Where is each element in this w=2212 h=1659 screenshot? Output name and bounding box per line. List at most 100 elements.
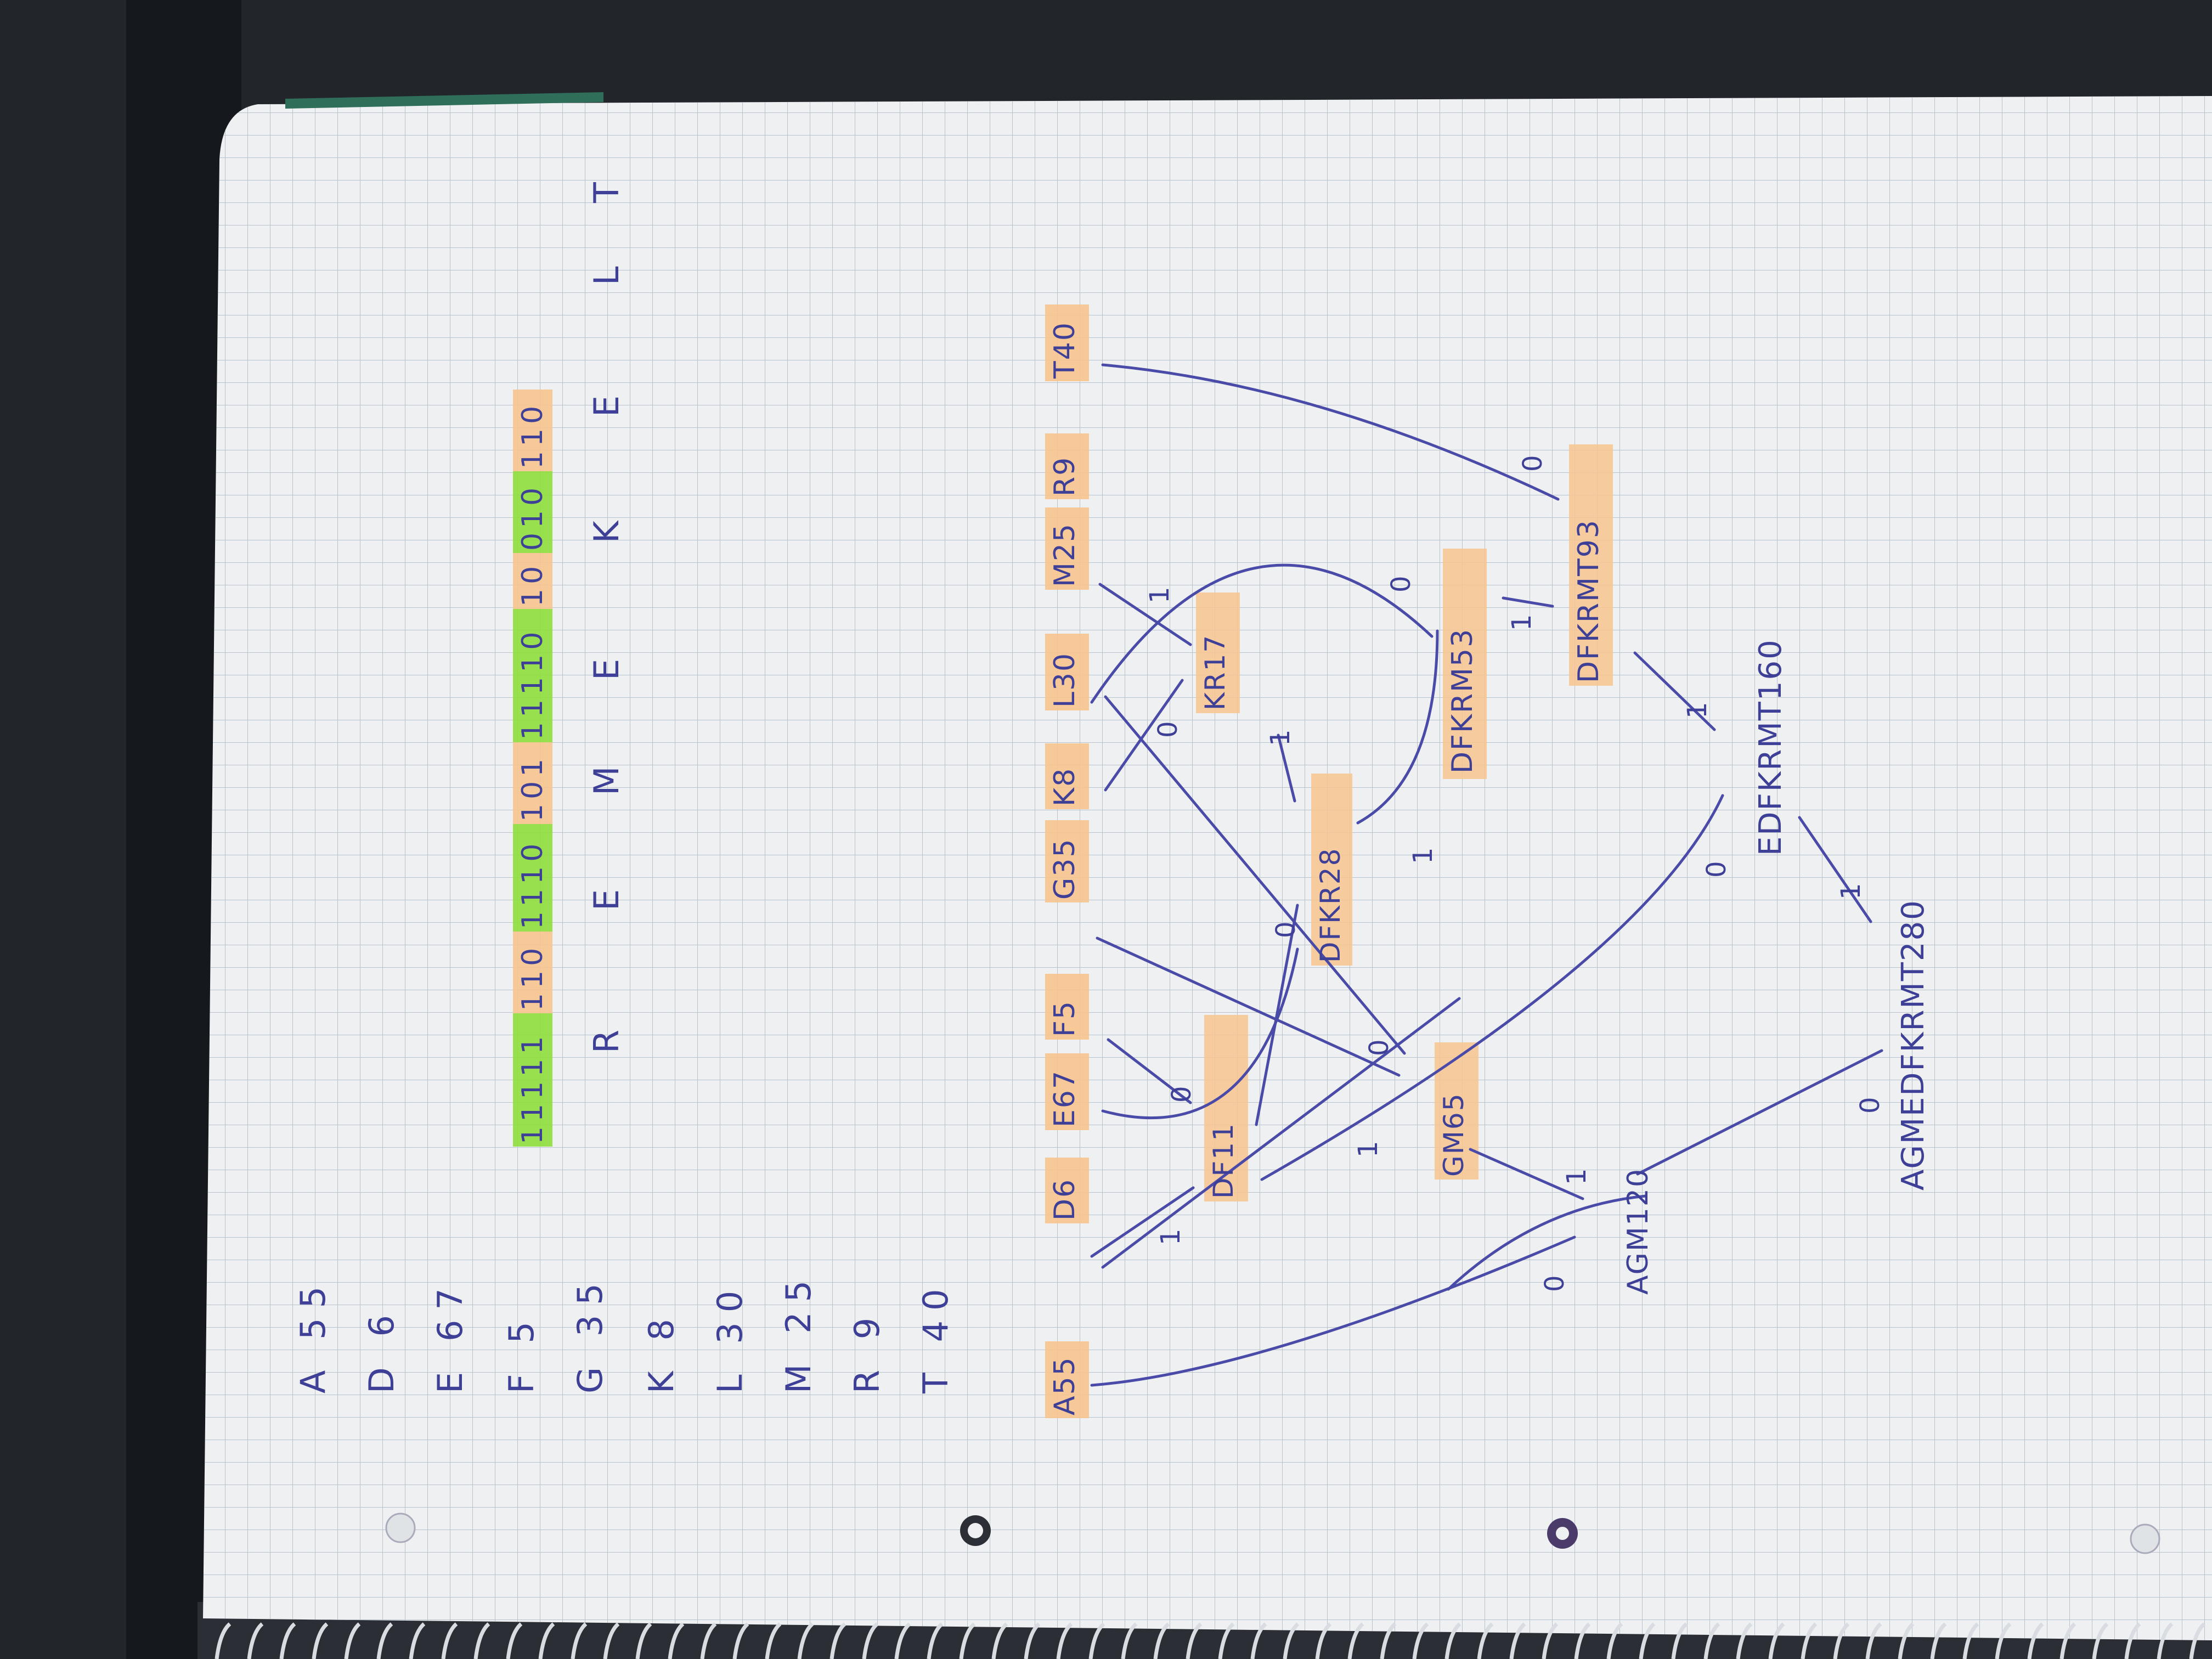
tree-node: EDFKRMT160 <box>1753 639 1788 856</box>
code-segment-highlight <box>513 471 552 553</box>
code-segment: 010 <box>516 483 549 551</box>
spiral-coil <box>2124 1622 2141 1659</box>
edge-label: 1 <box>1353 1138 1384 1158</box>
spiral-coil <box>1509 1622 1526 1659</box>
spiral-coil <box>1639 1622 1656 1659</box>
leaf-highlights <box>1045 304 1089 1418</box>
decoded-letter: E <box>586 393 627 417</box>
spiral-coil <box>312 1622 329 1659</box>
frequency-entry: R 9 <box>847 1307 887 1393</box>
spiral-coil <box>797 1622 814 1659</box>
frequency-entry: F 5 <box>501 1312 541 1393</box>
spiral-coil <box>344 1622 361 1659</box>
leaf-highlight <box>1045 634 1089 710</box>
frequency-entry: E 67 <box>430 1278 470 1393</box>
edge-label: 1 <box>1408 845 1438 864</box>
spiral-coil <box>635 1622 652 1659</box>
tree-node: AGM120 <box>1622 1167 1655 1295</box>
spiral-coils <box>215 1622 2206 1659</box>
spiral-coil <box>1380 1622 1397 1659</box>
edge-label: 1 <box>1144 584 1175 603</box>
spiral-coil <box>1606 1622 1623 1659</box>
spiral-coil <box>2092 1622 2109 1659</box>
spiral-coil <box>1347 1622 1364 1659</box>
decoded-letter: K <box>586 518 627 543</box>
code-segment: 110 <box>516 401 549 469</box>
leaf-highlight <box>1045 743 1089 809</box>
spiral-coil <box>894 1622 911 1659</box>
spiral-coil <box>603 1622 620 1659</box>
spiral-coil <box>1865 1622 1882 1659</box>
spiral-coil <box>2027 1622 2044 1659</box>
tree-node: KR17 <box>1199 634 1231 710</box>
spiral-coil <box>1671 1622 1688 1659</box>
decoded-letter: T <box>586 180 627 203</box>
code-segment-highlight <box>513 1013 552 1147</box>
leaf-label: T40 <box>1048 321 1081 379</box>
leaf-label: F5 <box>1048 1000 1081 1037</box>
tree-node: AGMEDFKRMT280 <box>1895 899 1931 1190</box>
spiral-coil <box>1315 1622 1332 1659</box>
code-segment: 110 <box>516 943 549 1011</box>
code-segment-highlight <box>513 609 552 742</box>
spiral-coil <box>441 1622 458 1659</box>
spiral-coil <box>1056 1622 1073 1659</box>
leaf-highlight <box>1045 507 1089 590</box>
leaf-highlight <box>1045 1053 1089 1130</box>
code-segment: 11111 <box>516 1031 549 1144</box>
leaf-highlight <box>1045 304 1089 381</box>
edge-label: 1 <box>1561 1166 1592 1185</box>
code-segment: 11110 <box>516 627 549 740</box>
code-segment-highlight <box>513 553 552 609</box>
tree-edges <box>1090 363 1883 1387</box>
spiral-coil <box>1218 1622 1235 1659</box>
tree-node: DFKRMT93 <box>1572 519 1605 683</box>
spiral-coil <box>538 1622 555 1659</box>
leaf-label: A55 <box>1048 1356 1081 1415</box>
spiral-coil <box>2059 1622 2076 1659</box>
frequency-entry: D 6 <box>362 1305 402 1393</box>
spiral-coil <box>279 1622 296 1659</box>
leaf-label: K8 <box>1048 767 1081 806</box>
spiral-coil <box>830 1622 847 1659</box>
spiral-coil <box>1930 1622 1947 1659</box>
edge-label: 0 <box>1539 1273 1570 1292</box>
spiral-coil <box>765 1622 782 1659</box>
spiral-coil <box>1088 1622 1105 1659</box>
decoded-letter: L <box>586 264 627 285</box>
decoded-letter: R <box>586 1027 627 1053</box>
spiral-coil <box>1995 1622 2012 1659</box>
spiral-coil <box>1574 1622 1591 1659</box>
spiral-coil <box>700 1622 717 1659</box>
spiral-coil <box>732 1622 749 1659</box>
frequency-entry: M 25 <box>778 1270 819 1393</box>
frequency-entry: A 55 <box>293 1276 333 1393</box>
spiral-coil <box>571 1622 588 1659</box>
edge-label: 1 <box>1682 699 1713 719</box>
code-segment-highlight <box>513 742 552 824</box>
leaf-label: G35 <box>1048 838 1081 900</box>
edge-label: 0 <box>1166 1084 1197 1103</box>
tree-node: GM65 <box>1438 1092 1470 1177</box>
code-segment: 10 <box>516 561 549 607</box>
spiral-coil <box>1833 1622 1850 1659</box>
code-segment-highlight <box>513 824 552 932</box>
leaf-highlight <box>1045 1341 1089 1418</box>
edge-label: 0 <box>1701 859 1732 878</box>
spiral-coil <box>1898 1622 1915 1659</box>
leaf-highlight <box>1045 1158 1089 1223</box>
code-segment-highlight <box>513 390 552 471</box>
code-highlights <box>513 390 552 1147</box>
spiral-coil <box>1801 1622 1818 1659</box>
spiral-coil <box>376 1622 393 1659</box>
spiral-coil <box>927 1622 944 1659</box>
spiral-coil <box>409 1622 426 1659</box>
decoded-letter: E <box>586 656 627 680</box>
leaf-label: R9 <box>1048 456 1081 496</box>
edge-label: 1 <box>1265 727 1296 746</box>
code-segment-highlight <box>513 932 552 1013</box>
leaf-label: L30 <box>1048 652 1081 708</box>
spiral-coil <box>991 1622 1008 1659</box>
spiral-coil <box>1024 1622 1041 1659</box>
